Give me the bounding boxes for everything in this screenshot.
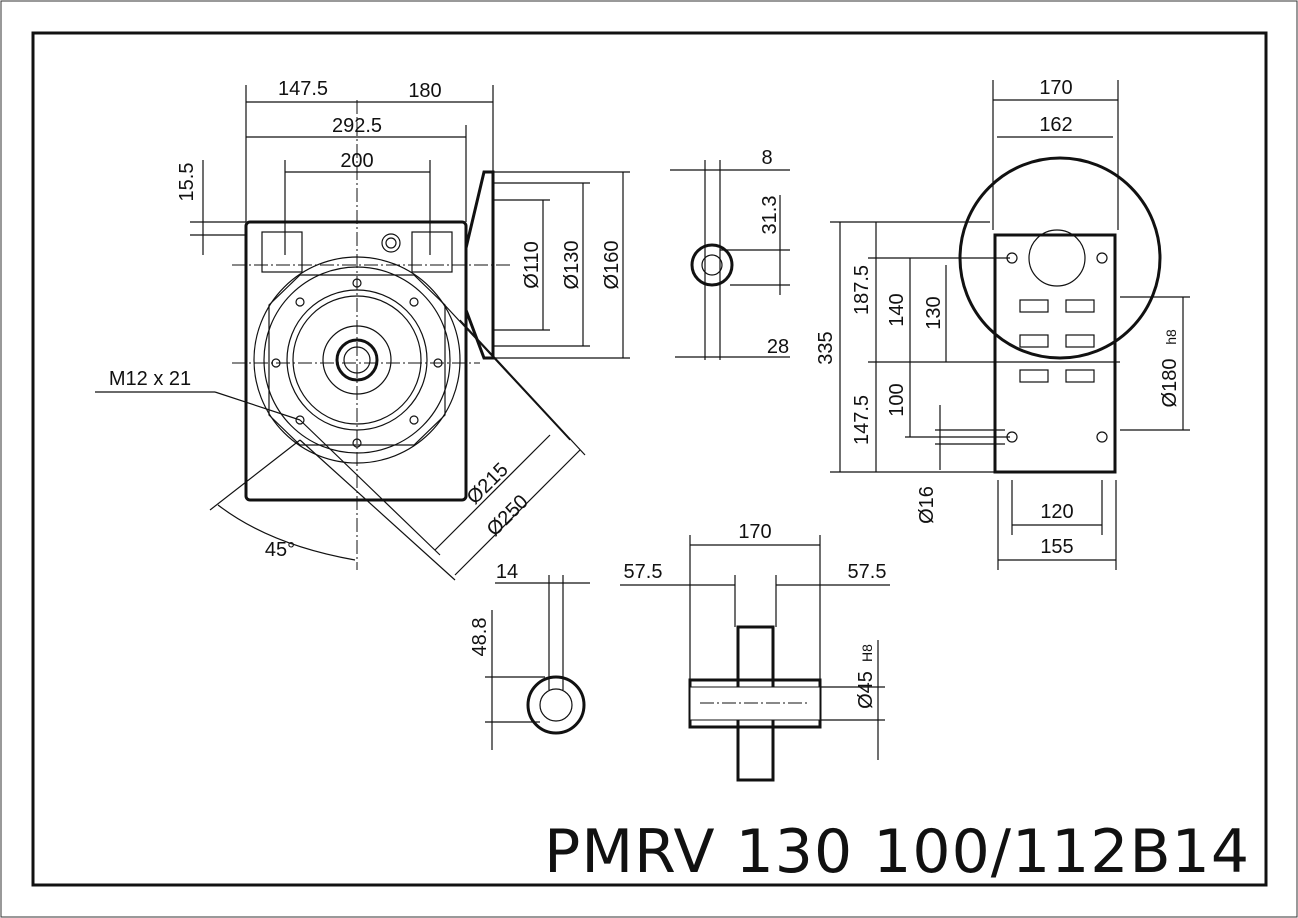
dia-130: Ø130 (561, 241, 583, 290)
side-view: 170 162 187.5 140 130 335 147.5 100 Ø180… (815, 77, 1190, 570)
dim-155: 155 (1040, 536, 1073, 558)
dim-57-5-right: 57.5 (848, 561, 887, 583)
dim-120: 120 (1040, 501, 1073, 523)
dia-110: Ø110 (521, 241, 543, 288)
dim-147-5: 147.5 (278, 78, 328, 100)
model-title: PMRV 130 100/112B14 (544, 817, 1250, 887)
dim-162: 162 (1039, 114, 1072, 136)
dim-170: 170 (1039, 77, 1072, 99)
fit-h8: h8 (1163, 329, 1179, 345)
dia-16: Ø16 (916, 486, 938, 524)
dia-250: Ø250 (483, 491, 533, 541)
dim-48-8: 48.8 (469, 618, 491, 657)
dim-180: 180 (408, 80, 441, 102)
dim-130: 130 (923, 296, 945, 329)
dim-57-5-left: 57.5 (624, 561, 663, 583)
dim-14: 14 (496, 561, 518, 583)
dim-147-5-side: 147.5 (851, 395, 873, 445)
front-view: 147.5 180 292.5 200 15.5 Ø110 Ø130 Ø160 … (95, 78, 630, 581)
drawing-frame (31, 31, 1268, 887)
dim-28: 28 (767, 336, 789, 358)
thread-callout: M12 x 21 (109, 368, 191, 390)
dim-170-hollow: 170 (738, 521, 771, 543)
dim-31-3: 31.3 (759, 196, 781, 235)
dia-160: Ø160 (601, 241, 623, 290)
input-shaft-view: 8 31.3 28 (670, 147, 790, 360)
output-shaft-view: 14 48.8 (469, 561, 590, 750)
fit-H8: H8 (859, 644, 875, 662)
dim-100: 100 (886, 383, 908, 416)
angle-45: 45° (265, 539, 295, 561)
dia-45: Ø45 (855, 671, 877, 709)
dim-187-5: 187.5 (851, 265, 873, 315)
dim-8: 8 (761, 147, 772, 169)
dim-140: 140 (886, 293, 908, 326)
dim-15-5: 15.5 (176, 163, 198, 202)
dia-180: Ø180 (1159, 359, 1181, 408)
dim-200: 200 (340, 150, 373, 172)
dim-335: 335 (815, 331, 837, 364)
dim-292-5: 292.5 (332, 115, 382, 137)
hollow-shaft-section: 170 57.5 57.5 Ø45 H8 (620, 521, 890, 782)
